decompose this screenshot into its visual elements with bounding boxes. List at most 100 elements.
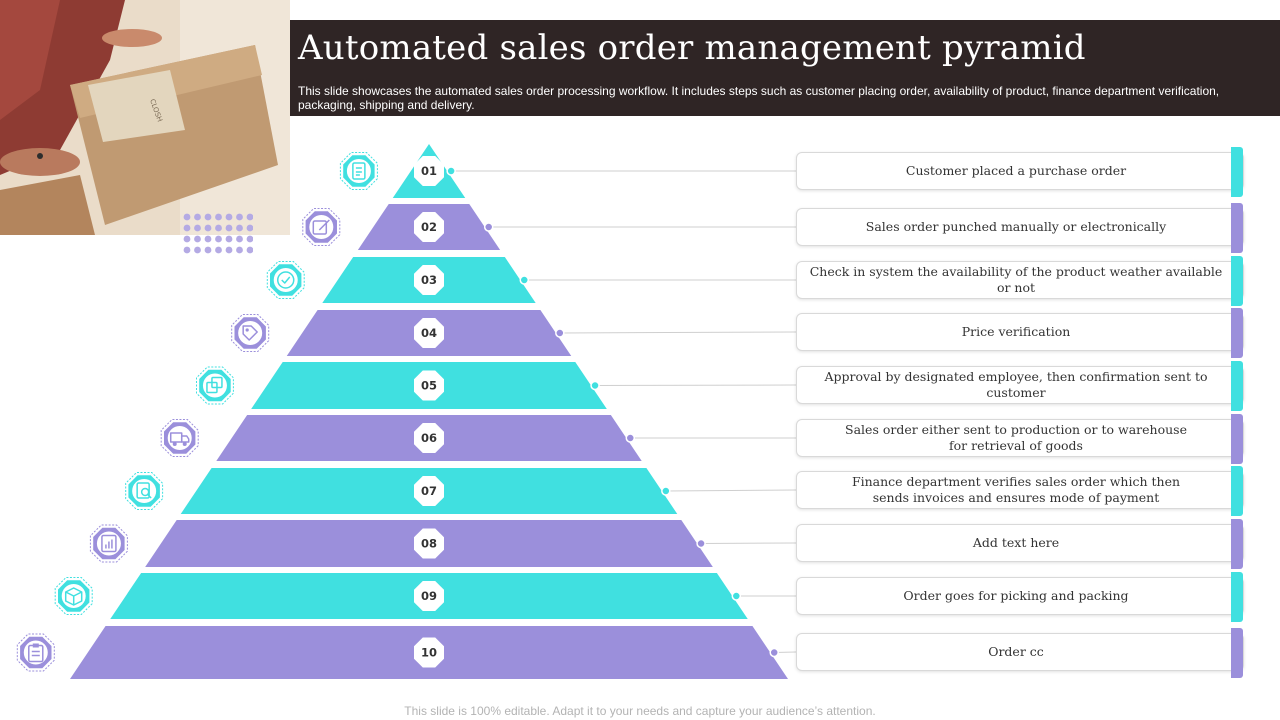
number-badge — [414, 156, 444, 186]
connector-dot — [590, 380, 600, 391]
number-badge — [414, 212, 444, 242]
edit-pen-icon — [302, 208, 341, 246]
step-card-text: Approval by designated employee, then co… — [824, 369, 1208, 400]
step-card-accent-tab — [1231, 628, 1243, 678]
connector-dot — [661, 486, 671, 496]
level-number: 05 — [421, 379, 437, 393]
decor-dot — [183, 213, 191, 221]
step-card-10: Order cc — [796, 628, 1244, 678]
number-badge — [414, 370, 444, 401]
step-card-text: Finance department verifies sales order … — [851, 474, 1181, 505]
step-card-text: Customer placed a purchase order — [905, 163, 1127, 178]
decor-dot — [194, 224, 201, 232]
decor-dot — [246, 235, 253, 243]
decor-dot — [183, 224, 191, 232]
level-number: 01 — [421, 164, 437, 178]
decor-dot — [246, 213, 253, 221]
title-bar: Automated sales order management pyramid… — [290, 20, 1280, 116]
connector-line — [595, 384, 797, 386]
decor-dot — [225, 246, 233, 254]
chart-report-icon — [89, 524, 128, 563]
footer-note: This slide is 100% editable. Adapt it to… — [404, 704, 876, 718]
decor-dot — [204, 213, 212, 221]
decor-dot — [194, 246, 201, 254]
decor-dot — [183, 246, 191, 254]
number-badge — [414, 637, 444, 668]
step-card-01: Customer placed a purchase order — [796, 147, 1244, 197]
connector-dot — [731, 591, 742, 601]
connector-line — [701, 542, 797, 544]
step-card-text: Sales order either sent to production or… — [845, 422, 1187, 453]
step-card-09: Order goes for picking and packing — [796, 572, 1244, 622]
document-icon — [339, 152, 378, 190]
decor-dot — [204, 235, 212, 243]
hero-photo-illustration: CLOSH — [0, 0, 290, 235]
connector-dot — [446, 166, 456, 176]
connector-dot — [519, 275, 530, 285]
approval-stack-icon — [196, 366, 234, 405]
level-number: 09 — [421, 589, 437, 603]
connector-line — [665, 489, 797, 492]
step-card-text: Order goes for picking and packing — [903, 588, 1129, 603]
decor-dot — [225, 235, 233, 243]
hero-photo: CLOSH — [0, 0, 290, 235]
decor-dot — [246, 246, 253, 254]
page-subtitle: This slide showcases the automated sales… — [298, 84, 1220, 112]
number-badge — [414, 265, 444, 295]
decor-dot — [246, 224, 253, 232]
package-box-icon — [54, 577, 93, 615]
connector-dot — [555, 328, 565, 338]
page-title: Automated sales order management pyramid — [298, 28, 1086, 68]
level-number: 03 — [421, 273, 437, 287]
number-badge — [414, 476, 444, 506]
invoice-search-icon — [125, 472, 164, 510]
decor-dot — [236, 235, 243, 243]
step-card-text: Sales order punched manually or electron… — [865, 219, 1167, 234]
step-card-accent-tab — [1231, 466, 1243, 516]
connector-dot — [483, 222, 494, 232]
step-card-02: Sales order punched manually or electron… — [796, 203, 1244, 253]
decor-dot — [183, 235, 191, 243]
delivery-truck-icon — [160, 419, 199, 457]
level-number: 07 — [421, 484, 437, 498]
decor-dot — [215, 235, 222, 243]
decor-dot — [204, 246, 212, 254]
step-card-text: Check in system the availability of the … — [809, 264, 1223, 295]
decor-dot — [194, 235, 201, 243]
decor-dot — [194, 213, 201, 221]
price-tag-icon — [231, 314, 270, 352]
step-card-07: Finance department verifies sales order … — [796, 466, 1244, 516]
level-number: 08 — [421, 537, 437, 551]
step-card-accent-tab — [1231, 256, 1243, 306]
step-card-text: Price verification — [961, 324, 1071, 339]
step-card-05: Approval by designated employee, then co… — [796, 361, 1244, 411]
step-card-text: Add text here — [972, 535, 1060, 550]
step-card-accent-tab — [1231, 414, 1243, 464]
check-circle-icon — [266, 261, 305, 299]
decor-dot — [215, 213, 222, 221]
decorative-dot-grid — [183, 213, 253, 254]
step-card-accent-tab — [1231, 308, 1243, 358]
level-number: 10 — [421, 646, 437, 660]
decor-dot — [236, 246, 243, 254]
decor-dot — [236, 224, 243, 232]
step-card-accent-tab — [1231, 519, 1243, 569]
decor-dot — [204, 224, 212, 232]
level-number: 06 — [421, 431, 437, 445]
decor-dot — [225, 213, 233, 221]
number-badge — [414, 318, 444, 348]
decor-dot — [225, 224, 233, 232]
step-card-03: Check in system the availability of the … — [796, 256, 1244, 306]
clipboard-list-icon — [16, 633, 55, 672]
level-number: 02 — [421, 220, 437, 234]
decor-dot — [236, 213, 243, 221]
number-badge — [414, 423, 444, 453]
decor-dot — [215, 224, 222, 232]
connector-dot — [769, 647, 779, 658]
step-card-06: Sales order either sent to production or… — [796, 414, 1244, 464]
step-card-04: Price verification — [796, 308, 1244, 358]
step-card-accent-tab — [1231, 203, 1243, 253]
step-card-accent-tab — [1231, 572, 1243, 622]
connector-line — [559, 331, 797, 334]
